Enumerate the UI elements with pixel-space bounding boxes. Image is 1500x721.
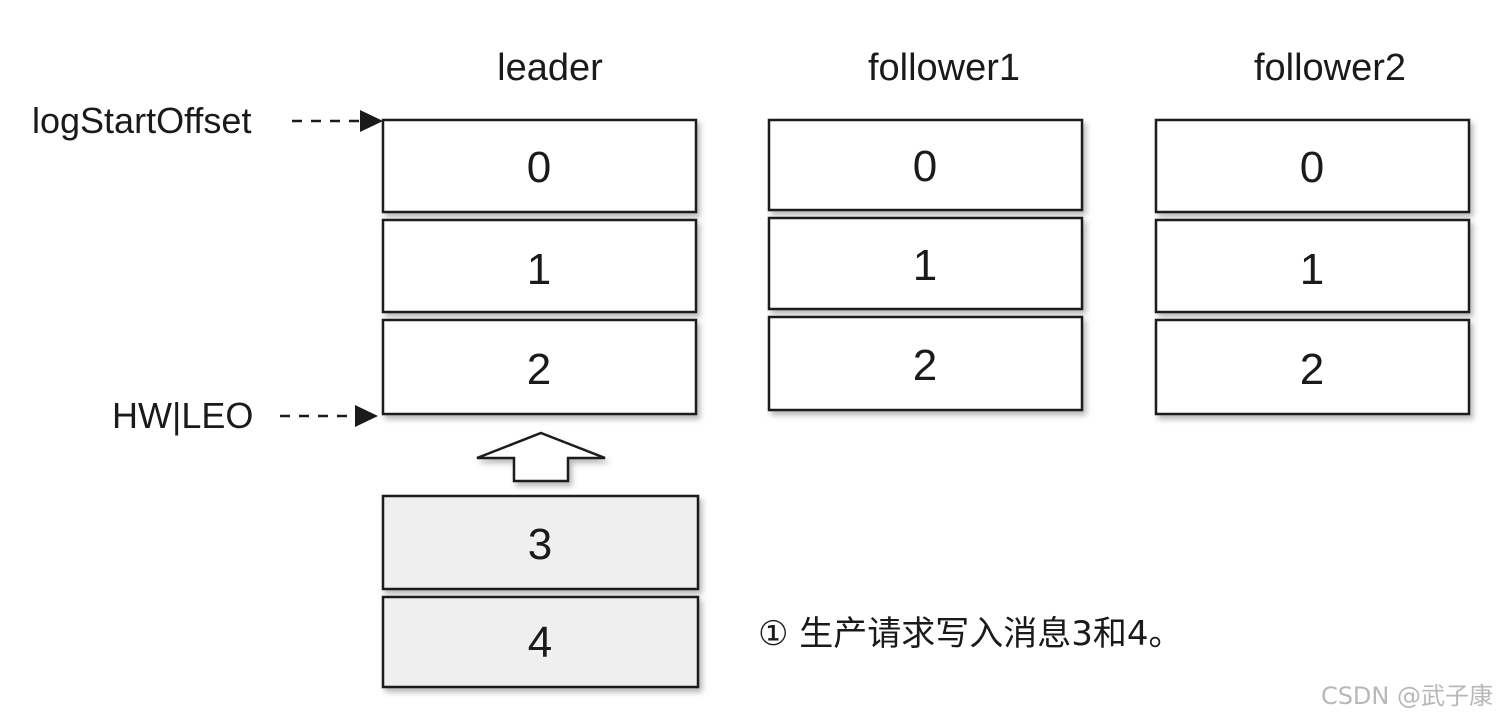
follower1-cell-2-value: 2 xyxy=(913,341,937,390)
hw-leo-arrowhead xyxy=(355,405,378,427)
follower1-cell-1-value: 1 xyxy=(913,241,937,290)
follower1-cell-2: 2 xyxy=(767,315,1084,412)
leader-cell-2-value: 2 xyxy=(527,345,551,394)
pending-cell-3: 3 xyxy=(381,494,700,591)
leader-cell-2: 2 xyxy=(381,318,698,416)
leader-log: 0 1 2 xyxy=(381,118,698,416)
follower2-log: 0 1 2 xyxy=(1154,118,1471,416)
follower2-cell-1-value: 1 xyxy=(1300,245,1324,294)
leader-cell-1-value: 1 xyxy=(527,245,551,294)
follower2-cell-2: 2 xyxy=(1154,318,1471,416)
follower2-cell-0-value: 0 xyxy=(1300,143,1324,192)
hw-leo-label: HW|LEO xyxy=(112,395,253,436)
pending-cell-3-value: 3 xyxy=(528,520,552,569)
leader-label: leader xyxy=(497,47,603,89)
log-start-offset-label: logStartOffset xyxy=(32,100,251,141)
step-caption: ① 生产请求写入消息3和4。 xyxy=(758,614,1183,654)
follower1-cell-0-value: 0 xyxy=(913,142,937,191)
follower2-cell-2-value: 2 xyxy=(1300,345,1324,394)
hw-leo-marker: HW|LEO xyxy=(112,395,378,436)
log-start-offset-arrowhead xyxy=(360,110,383,132)
csdn-watermark: CSDN @武子康 xyxy=(1321,682,1493,710)
append-up-arrow-icon xyxy=(476,431,606,483)
follower1-cell-1: 1 xyxy=(767,216,1084,311)
follower1-cell-0: 0 xyxy=(767,118,1084,212)
pending-messages: 3 4 xyxy=(381,494,700,689)
leader-cell-0-value: 0 xyxy=(527,143,551,192)
pending-cell-4-value: 4 xyxy=(528,618,552,667)
follower1-log: 0 1 2 xyxy=(767,118,1084,412)
follower2-cell-0: 0 xyxy=(1154,118,1471,214)
follower2-cell-1: 1 xyxy=(1154,218,1471,314)
follower2-label: follower2 xyxy=(1254,47,1406,89)
leader-cell-0: 0 xyxy=(381,118,698,214)
follower1-label: follower1 xyxy=(868,47,1020,89)
pending-cell-4: 4 xyxy=(381,595,700,689)
log-start-offset-marker: logStartOffset xyxy=(32,100,383,141)
leader-cell-1: 1 xyxy=(381,218,698,314)
